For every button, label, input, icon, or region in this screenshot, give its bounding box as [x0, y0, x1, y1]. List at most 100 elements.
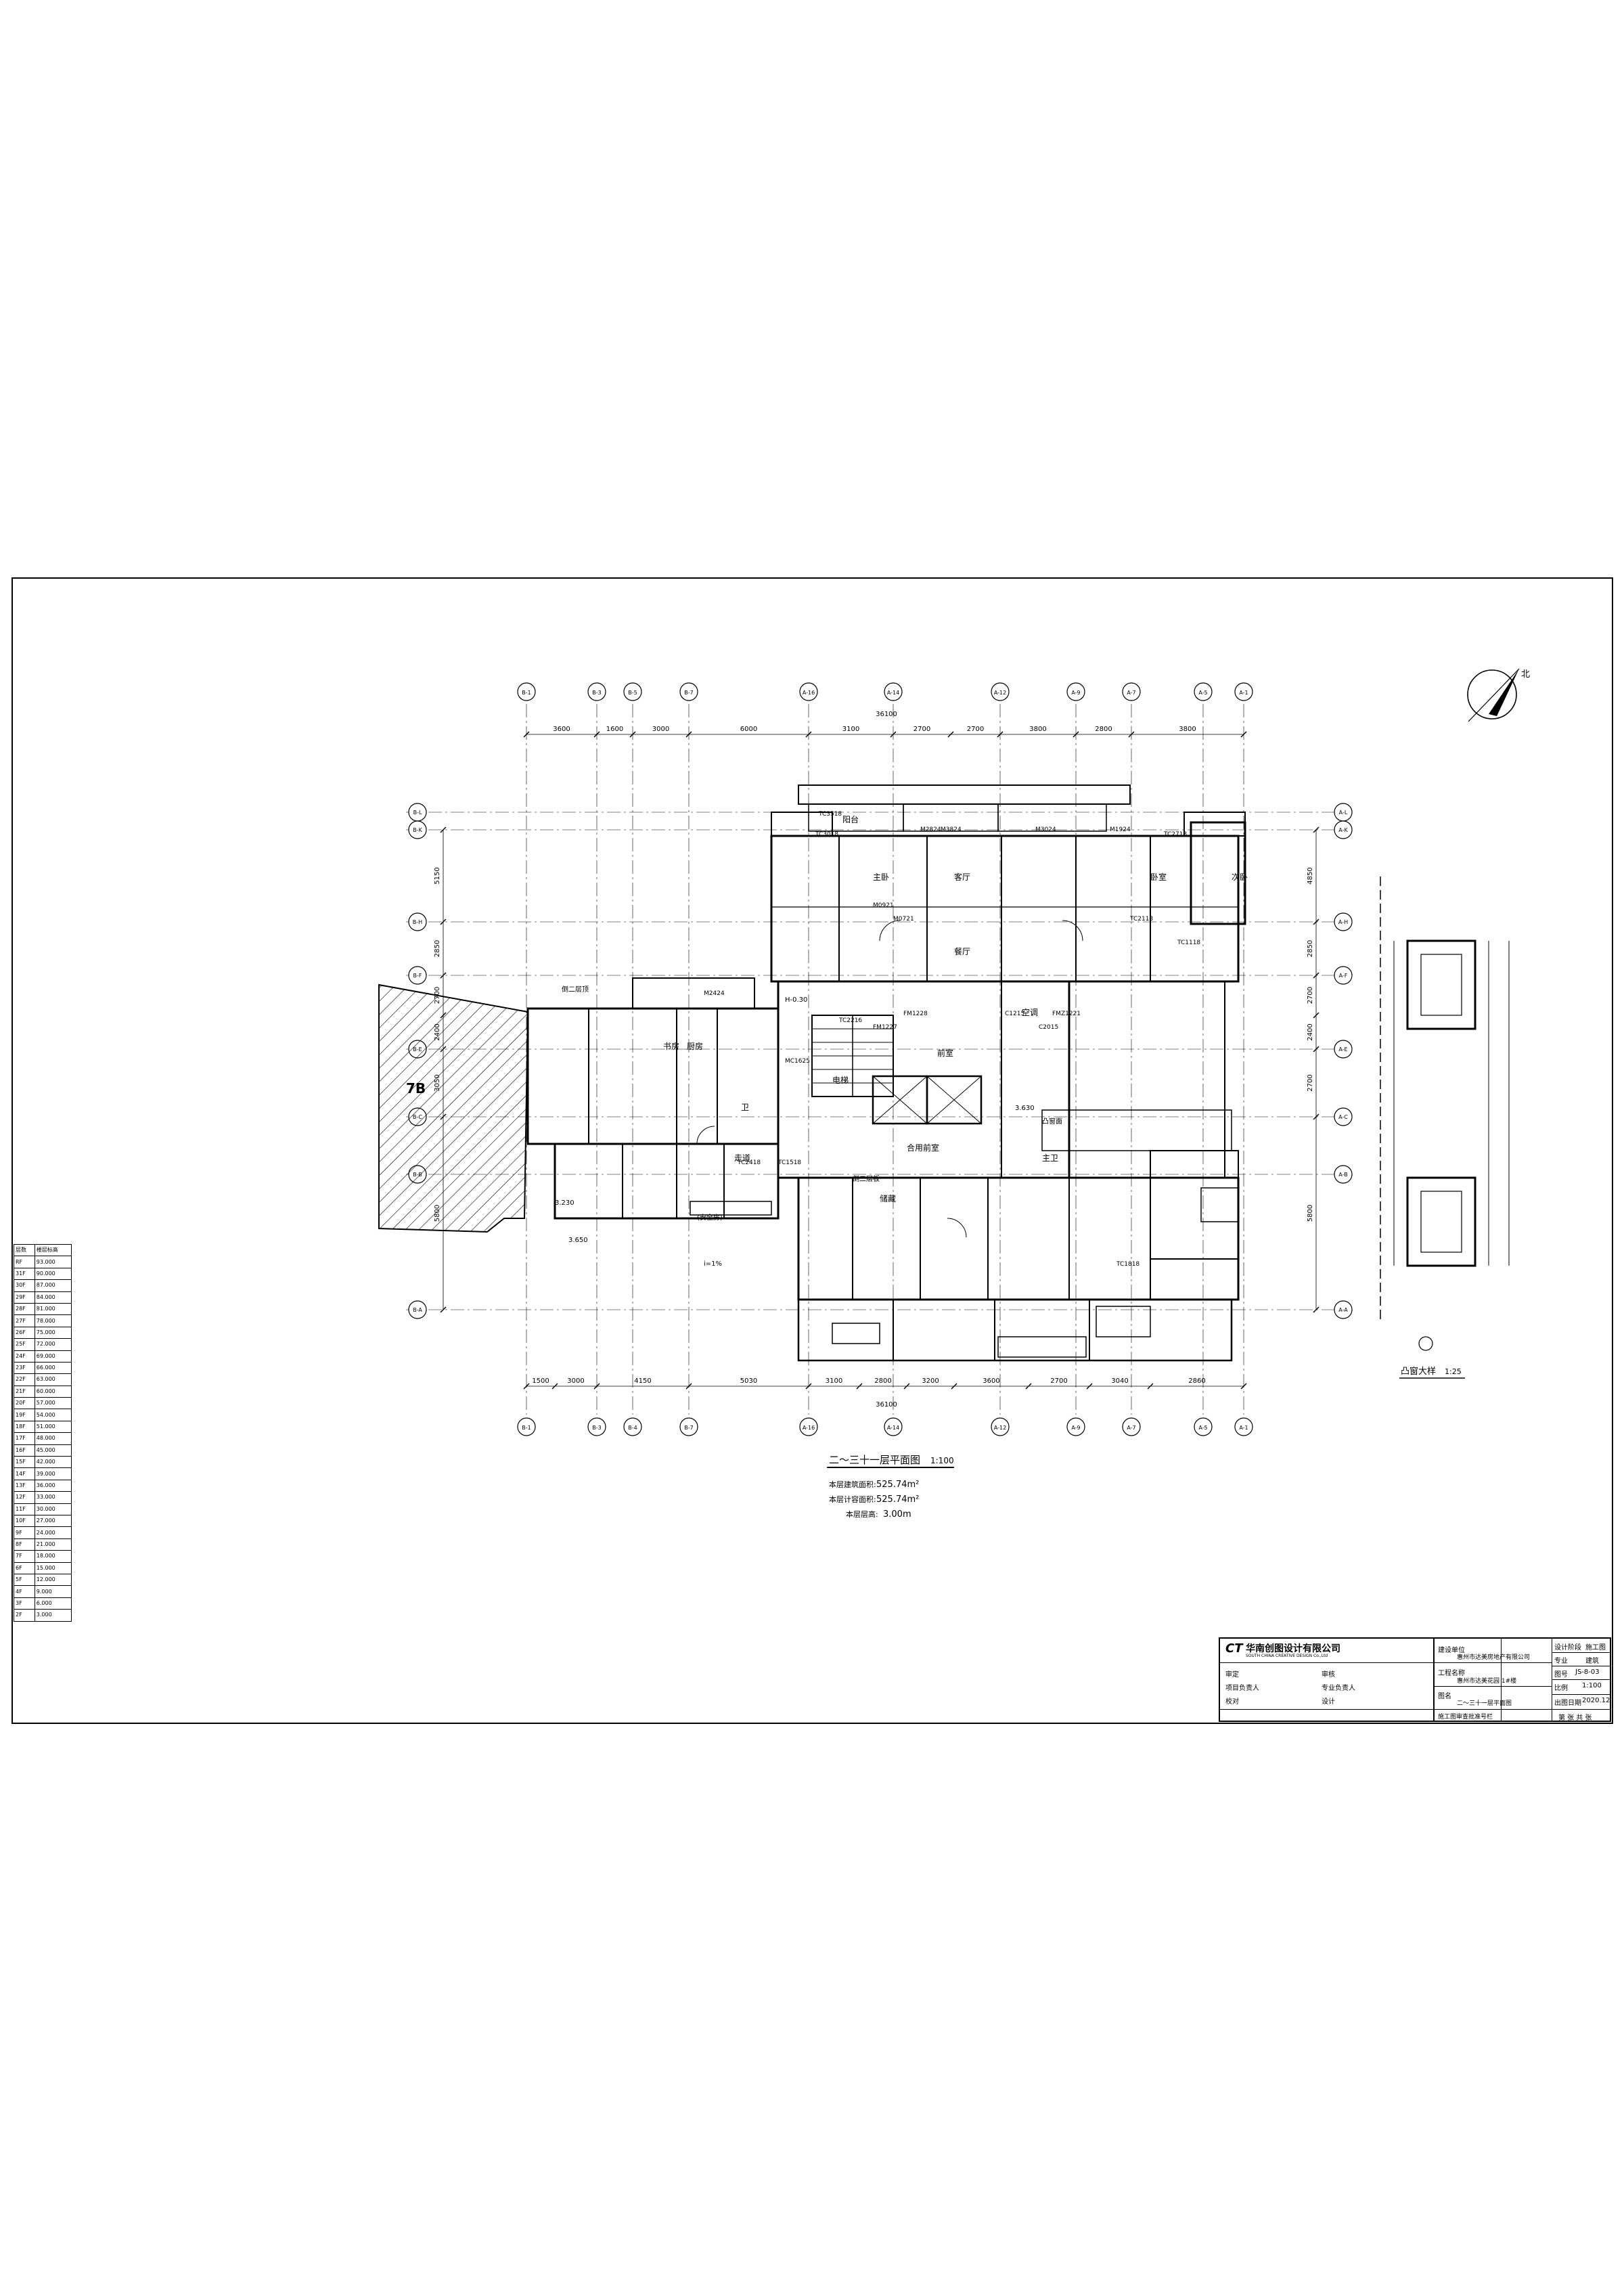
area-label: 本层建筑面积: — [829, 1480, 876, 1489]
floor-plan — [526, 784, 1246, 1362]
dim-tick — [440, 972, 447, 979]
dim-tick — [805, 731, 812, 738]
elev-cell: 9.000 — [34, 1585, 72, 1598]
floor-cell: 10F — [14, 1514, 35, 1528]
door-window-tag: TC3018 — [815, 831, 838, 838]
dim-tick — [951, 1383, 957, 1390]
dim-text: 1600 — [606, 726, 623, 733]
floor-cell: 4F — [14, 1585, 35, 1598]
room-label: 客厅 — [954, 872, 970, 882]
dim-text: 2700 — [1307, 1074, 1314, 1091]
elev-cell: 15.000 — [34, 1562, 72, 1574]
elev-header: 楼层标高 — [34, 1243, 72, 1257]
plan-note: 凸窗面 — [1042, 1117, 1062, 1126]
grid-label-top: A-16 — [803, 690, 815, 696]
calc-area-label: 本层计容面积: — [829, 1494, 876, 1504]
dim-tick — [1313, 918, 1320, 925]
grid-bubble-bottom — [517, 1417, 536, 1436]
floor-cell: 5F — [14, 1573, 35, 1587]
grid-bubble-top — [1122, 682, 1141, 701]
grid-bubble-bottom — [1122, 1417, 1141, 1436]
door-window-tag: TC2118 — [1129, 916, 1153, 923]
elev-cell: 24.000 — [34, 1526, 72, 1539]
grid-label-top: A-14 — [887, 690, 899, 696]
door-window-tag: TC3518 — [818, 811, 842, 818]
elev-cell: 30.000 — [34, 1503, 72, 1515]
door-window-tag: TC2418 — [737, 1159, 761, 1166]
discipline-label: 专业 — [1554, 1658, 1568, 1665]
dim-text: 5030 — [740, 1377, 757, 1385]
room-label: 卧室 — [1150, 872, 1167, 882]
grid-bubble-left — [408, 966, 427, 985]
grid-label-bottom: A-14 — [887, 1425, 899, 1431]
dim-text: 3200 — [922, 1377, 939, 1385]
grid-label-top: B-3 — [592, 690, 601, 696]
floor-cell: 28F — [14, 1302, 35, 1316]
room-label: 餐厅 — [954, 946, 970, 956]
grid-bubble-left — [408, 912, 427, 931]
grid-label-bottom: B-7 — [684, 1425, 693, 1431]
grid-bubble-bottom — [1234, 1417, 1253, 1436]
door-window-tag: TC1118 — [1177, 939, 1200, 946]
elev-cell: 57.000 — [34, 1397, 72, 1410]
elev-cell: 45.000 — [34, 1444, 72, 1457]
scale-label: 比例 — [1554, 1685, 1568, 1692]
scale-value: 1:100 — [1582, 1682, 1602, 1689]
floor-cell: 2F — [14, 1609, 35, 1622]
floor-cell: 22F — [14, 1373, 35, 1386]
plan-note: 倒二层板 — [853, 1174, 880, 1183]
dim-tick — [1073, 731, 1079, 738]
floor-cell: 27F — [14, 1314, 35, 1327]
dim-text: 5150 — [434, 867, 441, 884]
grid-label-bottom: A-9 — [1071, 1425, 1080, 1431]
door-window-tag: M3024 — [1035, 826, 1056, 833]
grid-label-top: B-7 — [684, 690, 693, 696]
dim-text: 4850 — [1307, 867, 1314, 884]
elev-cell: 39.000 — [34, 1467, 72, 1480]
grid-label-right: A-L — [1339, 810, 1348, 816]
drawing-label: 图名 — [1438, 1693, 1451, 1700]
role-1: 审定 — [1225, 1671, 1239, 1679]
grid-label-top: A-7 — [1127, 690, 1135, 696]
elev-cell: 51.000 — [34, 1420, 72, 1434]
grid-label-bottom: A-16 — [803, 1425, 815, 1431]
door-window-tag: FM1228 — [903, 1011, 928, 1017]
role-5: 校对 — [1225, 1698, 1239, 1706]
height-label: 本层层高: — [846, 1509, 878, 1519]
company-name-en: SOUTH CHINA CREATIVE DESIGN Co.,Ltd — [1246, 1654, 1328, 1658]
room-label: 主卫 — [1042, 1153, 1058, 1163]
grid-bubble-left — [408, 820, 427, 839]
floor-cell: 30F — [14, 1279, 35, 1292]
plan-note: 3.230 — [555, 1199, 574, 1207]
door-window-tag: TC2718 — [1163, 831, 1187, 838]
elev-cell: 75.000 — [34, 1326, 72, 1339]
plan-note: 倒二层顶 — [562, 986, 589, 994]
grid-label-bottom: B-4 — [628, 1425, 637, 1431]
dim-tick — [903, 1383, 910, 1390]
role-6: 设计 — [1322, 1698, 1335, 1706]
dim-tick — [685, 1383, 692, 1390]
height-value: 3.00m — [883, 1509, 911, 1520]
floor-cell: 21F — [14, 1385, 35, 1398]
dim-tick — [1313, 1113, 1320, 1120]
floor-cell: 29F — [14, 1291, 35, 1304]
grid-label-right: A-H — [1338, 919, 1348, 925]
dim-tick — [947, 731, 954, 738]
room-label: 厨房 — [687, 1041, 703, 1051]
grid-label-right: A-B — [1338, 1172, 1347, 1178]
grid-label-right: A-K — [1338, 827, 1348, 833]
dim-text: 3100 — [842, 726, 859, 733]
dim-text: 2700 — [967, 726, 984, 733]
dim-tick — [890, 731, 897, 738]
dim-text: 3600 — [983, 1377, 999, 1385]
elev-cell: 33.000 — [34, 1491, 72, 1504]
